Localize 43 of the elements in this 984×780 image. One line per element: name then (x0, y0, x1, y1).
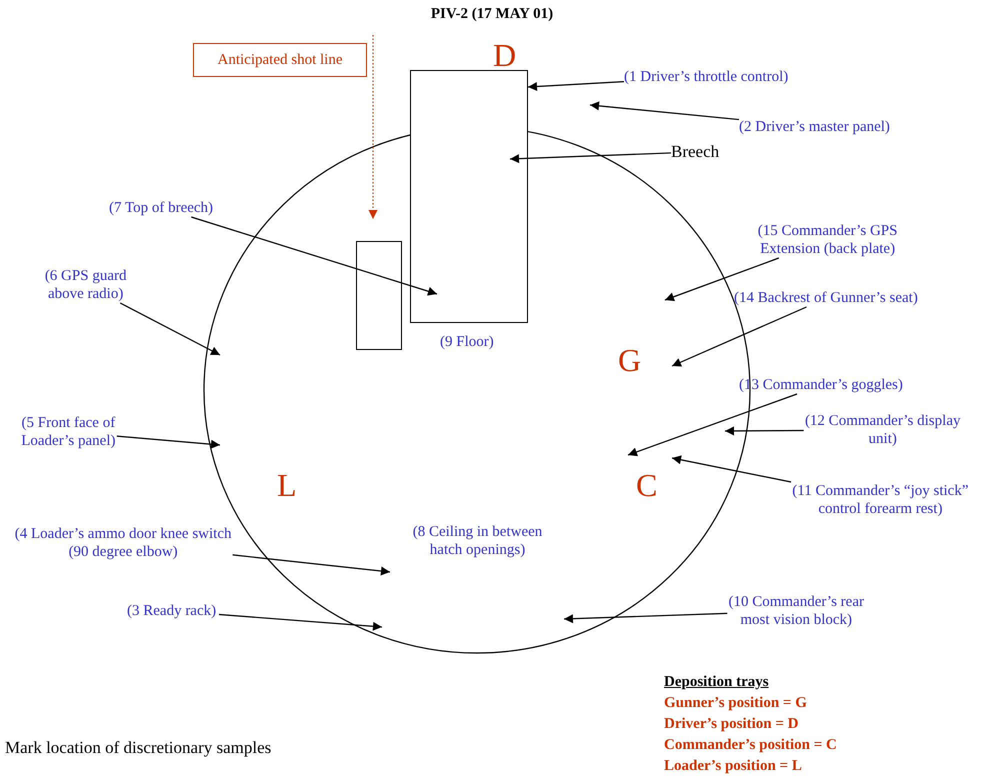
callout-text: (14 Backrest of Gunner’s seat) (734, 289, 920, 307)
position-letter: D (493, 38, 516, 72)
callout-text: (5 Front face of Loader’s panel) (20, 414, 117, 450)
leader-arrow (628, 393, 798, 456)
legend-entry: Gunner’s position = G (664, 694, 807, 712)
leader-arrow (528, 81, 624, 91)
leader-arrow (664, 257, 780, 302)
callout-text: Breech (671, 143, 722, 161)
callout-text: (3 Ready rack) (127, 602, 219, 620)
leader-arrow (191, 216, 438, 296)
callout-text: (2 Driver’s master panel) (739, 118, 892, 136)
callout-text: (8 Ceiling in between hatch openings) (412, 523, 544, 559)
breech-rectangle (410, 70, 528, 323)
leader-arrow (672, 455, 792, 483)
legend-entry: Loader’s position = L (664, 757, 802, 775)
note-box: Anticipated shot line (193, 43, 367, 77)
callout-text: (6 GPS guard above radio) (44, 267, 128, 303)
legend-entry: Driver’s position = D (664, 715, 799, 733)
note-text: Mark location of discretionary samples (5, 738, 272, 757)
position-letter: L (277, 468, 297, 502)
callout-text: (4 Loader’s ammo door knee switch (90 degree elbow) (14, 525, 233, 561)
leader-arrow (510, 152, 672, 164)
callout-text: (1 Driver’s throttle control) (624, 68, 791, 86)
leader-arrow (232, 554, 390, 576)
leader-arrow (590, 101, 740, 120)
callout-text: (9 Floor) (440, 333, 494, 351)
diagram-title: PIV-2 (17 MAY 01) (430, 6, 554, 22)
leader-arrow (564, 612, 728, 624)
callout-text: (12 Commander’s display unit) (804, 412, 962, 448)
legend-entry: Commander’s position = C (664, 736, 837, 754)
position-letter: C (636, 468, 658, 502)
leader-arrow (672, 306, 807, 367)
rectangle (356, 241, 402, 350)
leader-arrow (725, 426, 804, 436)
callout-text: (7 Top of breech) (109, 199, 216, 217)
leader-arrow (116, 436, 220, 449)
callout-text: (10 Commander’s rear most vision block) (727, 593, 866, 629)
position-letter: G (618, 343, 642, 377)
leader-arrow (218, 614, 382, 631)
legend-heading: Deposition trays (664, 673, 769, 691)
leader-arrow (120, 302, 220, 356)
callout-text: (15 Commander’s GPS Extension (back plate) (756, 222, 899, 258)
callout-text: (11 Commander’s “joy stick” control forearm rest) (790, 482, 970, 518)
